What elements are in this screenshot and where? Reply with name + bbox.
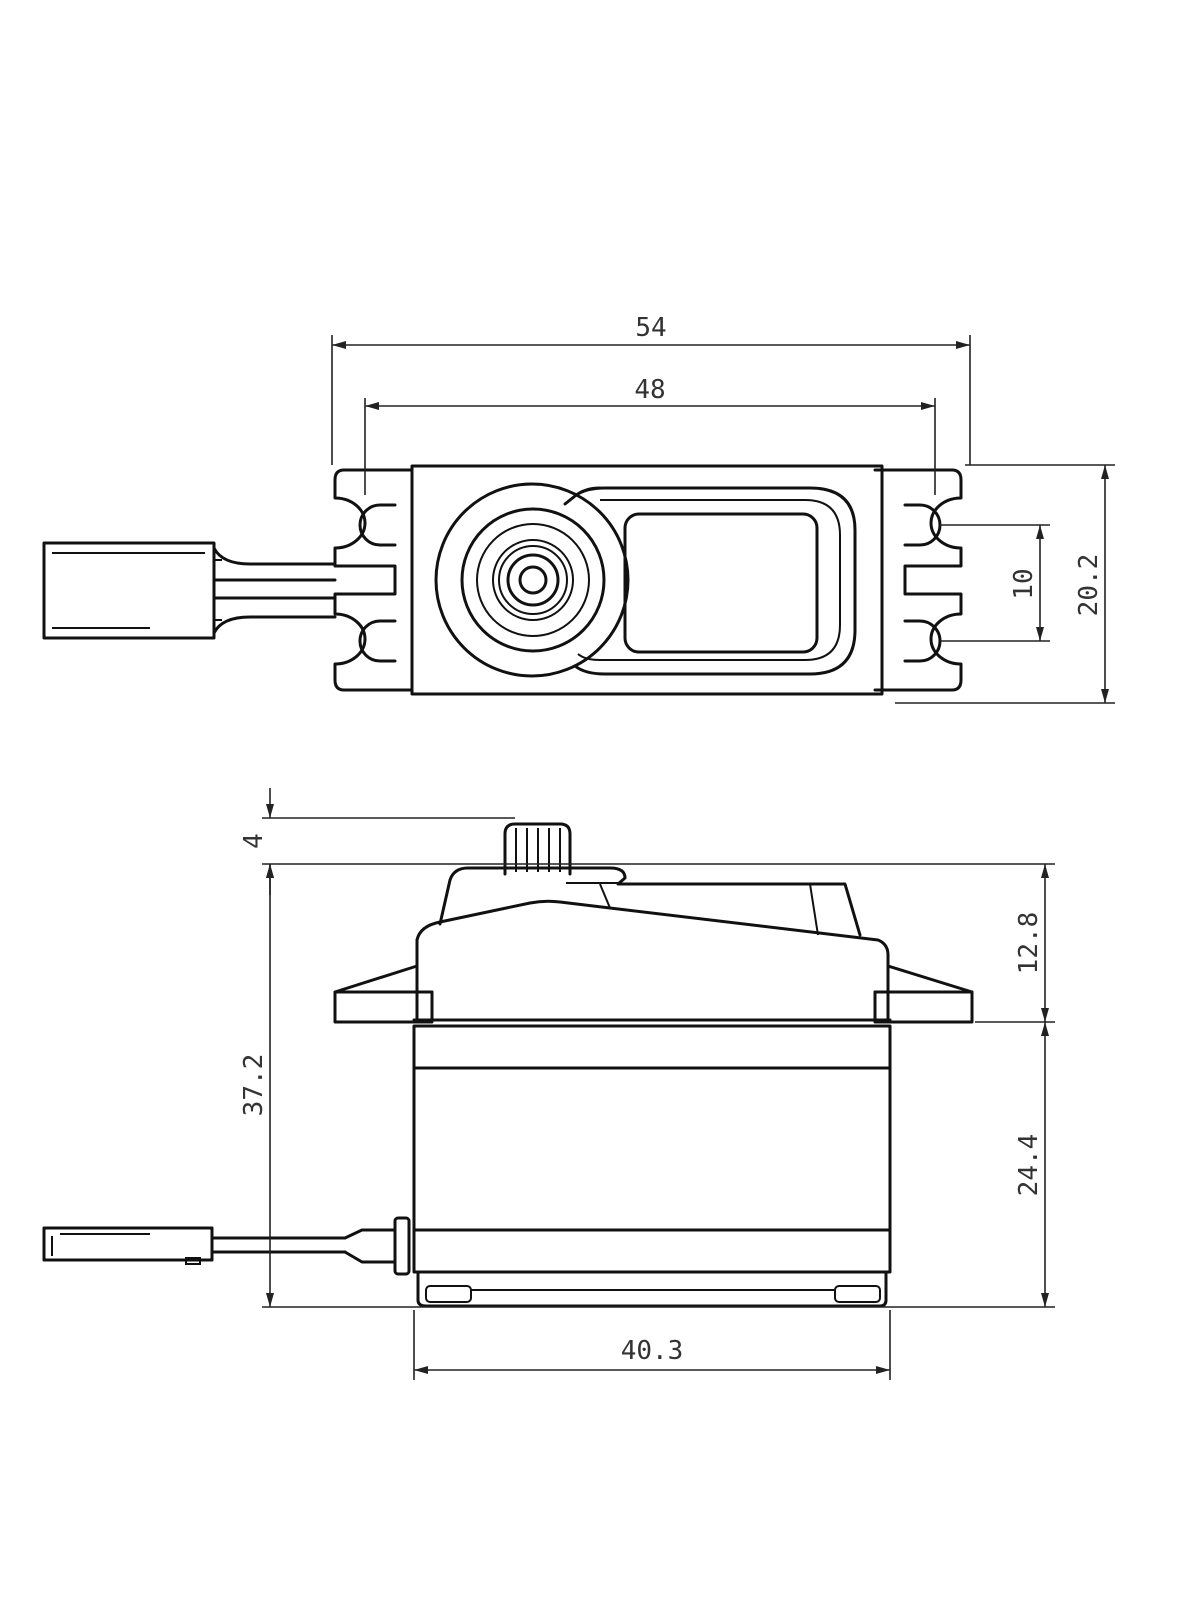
hole-spacing-label: 48 [634, 375, 665, 405]
output-shaft-top [434, 482, 630, 678]
servo-cap-side [415, 866, 890, 1020]
servo-wires-top [212, 546, 337, 635]
servo-cable-side [42, 1216, 411, 1276]
dimension-hole-spacing: 48 [364, 375, 936, 495]
dimension-spline-height: 4 [239, 788, 1055, 895]
mounting-flange-right-side [873, 964, 974, 1024]
mounting-flange-left-side [333, 964, 434, 1024]
dimension-upper-height: 12.8 [975, 864, 1055, 1023]
hole-pitch-label: 10 [1009, 568, 1039, 599]
servo-body-side [412, 1018, 892, 1308]
lower-height-label: 24.4 [1014, 1134, 1044, 1197]
mounting-slot-right-lower [903, 619, 942, 663]
connector-plug-top [42, 541, 222, 640]
dimension-hole-pitch: 10 [940, 524, 1050, 642]
dimension-body-width: 40.3 [413, 1310, 891, 1380]
total-height-label: 37.2 [239, 1054, 269, 1117]
overall-length-label: 54 [635, 313, 666, 343]
servo-case-top [410, 464, 884, 696]
mounting-slot-left-upper [358, 503, 397, 547]
body-width-label: 40.3 [621, 1336, 684, 1366]
upper-height-label: 12.8 [1014, 912, 1044, 975]
spline-height-label: 4 [239, 833, 269, 849]
overall-width-label: 20.2 [1074, 554, 1104, 617]
dimension-overall-width: 20.2 [895, 464, 1115, 704]
dimension-total-height: 37.2 [239, 864, 1055, 1308]
top-view: 54 48 20.2 10 [42, 313, 1115, 704]
mounting-slot-right-upper [903, 503, 942, 547]
mounting-ear-left [333, 468, 414, 692]
dimension-overall-length: 54 [331, 313, 971, 465]
dimension-lower-height: 24.4 [1014, 1022, 1049, 1307]
mounting-slot-left-lower [358, 619, 397, 663]
mounting-ear-right [873, 468, 963, 692]
side-view: 4 37.2 12.8 24.4 40.3 [42, 788, 1055, 1380]
